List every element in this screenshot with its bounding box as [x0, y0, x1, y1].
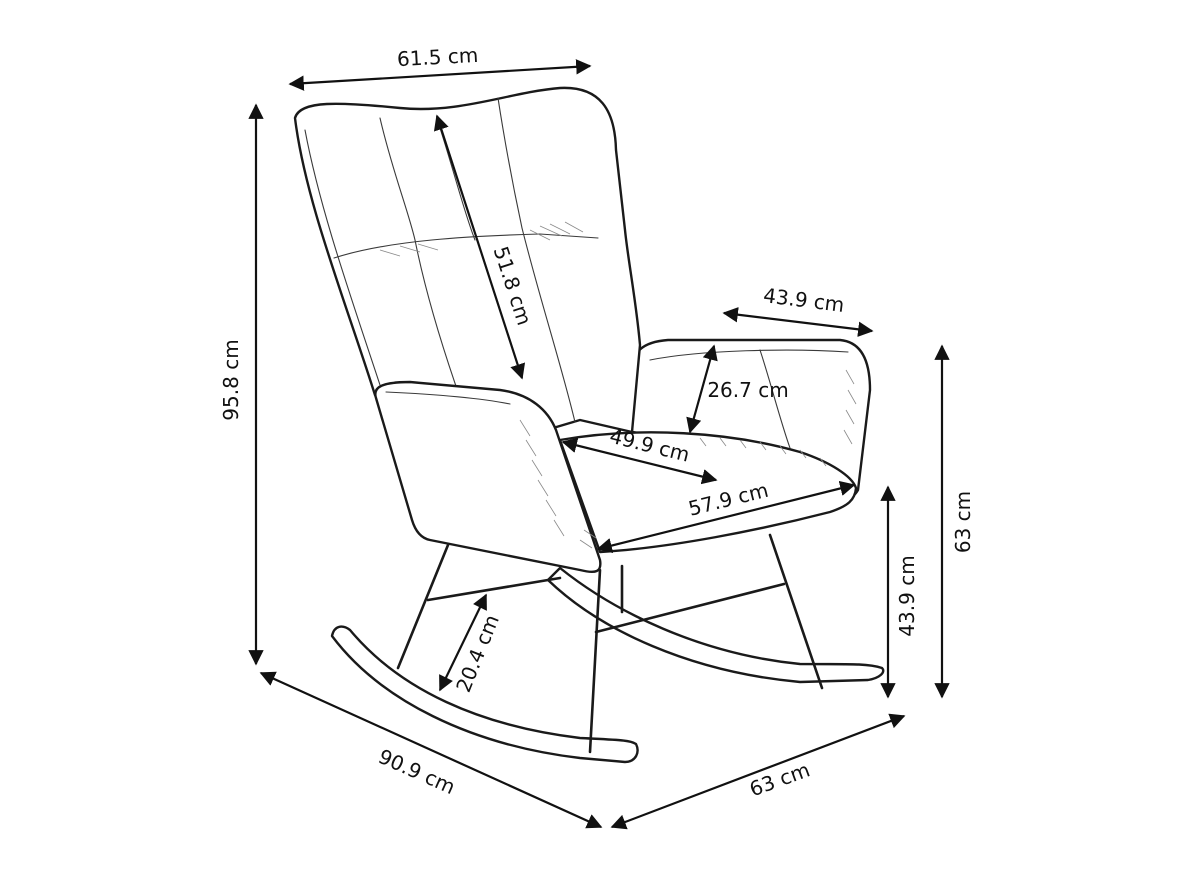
- left-crossbar: [426, 576, 562, 602]
- dim-line-base-width: [610, 713, 906, 830]
- dim-line-overall-width: [288, 59, 592, 91]
- dimension-lines: [248, 59, 950, 830]
- chair-body: [293, 86, 872, 574]
- label-rocker-clearance: 20.4 cm: [451, 611, 504, 695]
- dim-line-seat-depth: [561, 437, 718, 485]
- label-armrest-height: 26.7 cm: [707, 378, 788, 402]
- dim-line-armrest-height: [686, 344, 718, 434]
- dim-line-seat-width: [596, 480, 856, 554]
- left-armrest: [374, 380, 602, 574]
- front-left-leg: [396, 543, 450, 670]
- rocker-base: [330, 533, 885, 764]
- right-crossbar: [594, 582, 786, 634]
- back-right-leg: [768, 533, 824, 690]
- dim-line-backrest-height: [433, 114, 526, 380]
- label-overall-width: 61.5 cm: [396, 43, 479, 71]
- label-overall-depth: 90.9 cm: [375, 744, 459, 799]
- dim-line-armrest-width: [722, 307, 874, 337]
- dim-line-overall-depth: [259, 671, 603, 829]
- label-armrest-floor-height: 63 cm: [951, 491, 975, 553]
- label-overall-height: 95.8 cm: [219, 339, 243, 420]
- label-armrest-width: 43.9 cm: [762, 283, 846, 317]
- label-seat-height: 43.9 cm: [895, 555, 919, 636]
